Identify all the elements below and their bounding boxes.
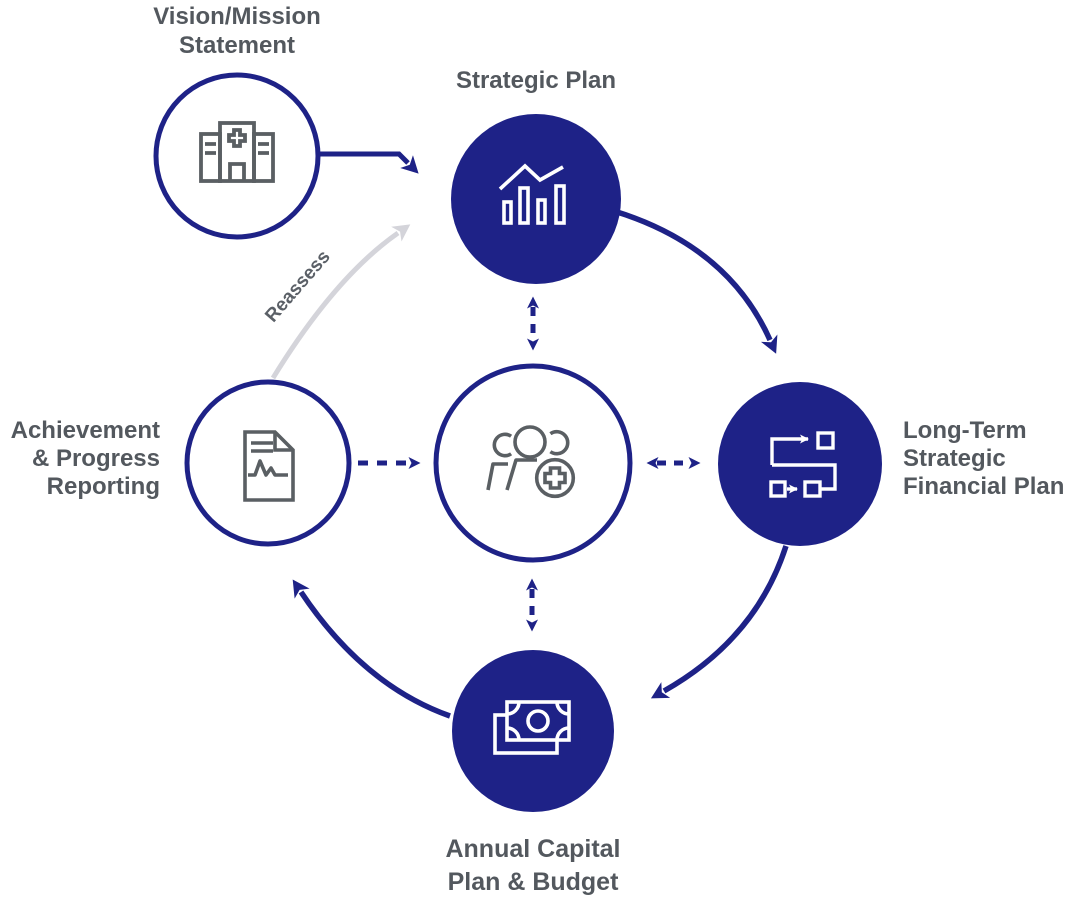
arrow-strategic-to-longterm bbox=[613, 208, 778, 354]
cash-icon bbox=[493, 700, 571, 755]
arrow-vision-to-strategic bbox=[318, 151, 419, 174]
workflow-icon bbox=[769, 431, 837, 498]
hospital-icon bbox=[199, 121, 275, 183]
node-achievement-circle bbox=[184, 379, 352, 547]
node-hub-circle bbox=[433, 363, 633, 563]
bar-chart-trend-icon bbox=[498, 163, 566, 225]
long-term-financial-plan-label: Long-Term Strategic Financial Plan bbox=[903, 417, 1065, 500]
annual-capital-plan-label: Annual Capital Plan & Budget bbox=[445, 835, 621, 896]
arrow-annual-to-achievement bbox=[292, 579, 451, 719]
arrow-longterm-to-annual bbox=[650, 545, 789, 699]
report-document-icon bbox=[243, 430, 295, 502]
node-vision-circle bbox=[153, 72, 321, 240]
achievement-reporting-label: Achievement & Progress Reporting bbox=[10, 417, 160, 500]
team-add-icon bbox=[486, 425, 576, 499]
strategic-plan-label: Strategic Plan bbox=[455, 67, 617, 94]
vision-mission-label: Vision/Mission Statement bbox=[153, 3, 321, 59]
reassess-arrow bbox=[270, 224, 411, 380]
node-strategic-circle bbox=[451, 114, 621, 284]
